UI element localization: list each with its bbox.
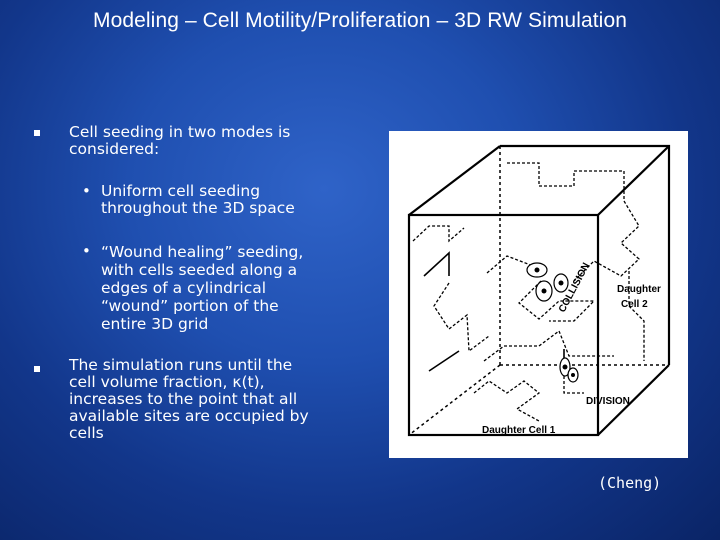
random-walk-figure: COLLISION Daughter Cell 2 DIVISION Daugh…	[389, 131, 688, 458]
daughter-cell-1-label: Daughter Cell 1	[482, 425, 556, 436]
sub-bullet-marker: •	[82, 242, 91, 260]
bullet-1: Cell seeding in two modes is considered:	[69, 124, 290, 158]
sub-bullet-2-line-3: edges of a cylindrical	[101, 279, 267, 297]
bullet-marker	[34, 130, 40, 136]
division-cells	[559, 357, 579, 383]
sub-bullet-marker: •	[82, 182, 91, 200]
division-label: DIVISION	[586, 396, 630, 407]
walk-path-right	[573, 200, 640, 282]
sub-bullet-2-line-2: with cells seeded along a	[101, 261, 298, 279]
figure-credit: (Cheng)	[598, 474, 662, 492]
bullet-1-line-1: Cell seeding in two modes is	[69, 123, 291, 141]
bullet-2-line-3: increases to the point that all	[69, 390, 298, 408]
sub-bullet-2-line-5: entire 3D grid	[101, 315, 209, 333]
bullet-2: The simulation runs until the cell volum…	[69, 357, 309, 442]
daughter-cell-2-label: Daughter	[617, 284, 661, 295]
collision-cells	[526, 262, 569, 302]
sub-bullet-2-line-1: “Wound healing” seeding,	[101, 243, 304, 261]
bullet-2-line-5: cells	[69, 424, 104, 442]
slide-title: Modeling – Cell Motility/Proliferation –…	[92, 9, 628, 32]
bullet-2-line-4: available sites are occupied by	[69, 407, 309, 425]
sub-bullet-1-line-1: Uniform cell seeding	[101, 182, 261, 200]
bullet-marker	[34, 366, 40, 372]
walk-segment	[423, 251, 450, 277]
sub-bullet-2: “Wound healing” seeding, with cells seed…	[101, 243, 303, 333]
bullet-2-line-1: The simulation runs until the	[69, 356, 293, 374]
bullet-1-line-2: considered:	[69, 140, 160, 158]
walk-path-top	[507, 162, 625, 201]
cube-front-face	[407, 213, 600, 437]
bullet-2-line-2: cell volume fraction, κ(t),	[69, 373, 265, 391]
cube-diagram: COLLISION Daughter Cell 2 DIVISION Daugh…	[407, 144, 671, 437]
walk-path-left	[433, 282, 490, 353]
sub-bullet-1: Uniform cell seeding throughout the 3D s…	[101, 183, 295, 217]
sub-bullet-2-line-4: “wound” portion of the	[101, 297, 279, 315]
daughter-cell-2-label-2: Cell 2	[621, 299, 648, 310]
walk-path-bottom	[473, 380, 541, 422]
sub-bullet-1-line-2: throughout the 3D space	[101, 199, 295, 217]
cube-hidden-edge	[408, 364, 501, 436]
